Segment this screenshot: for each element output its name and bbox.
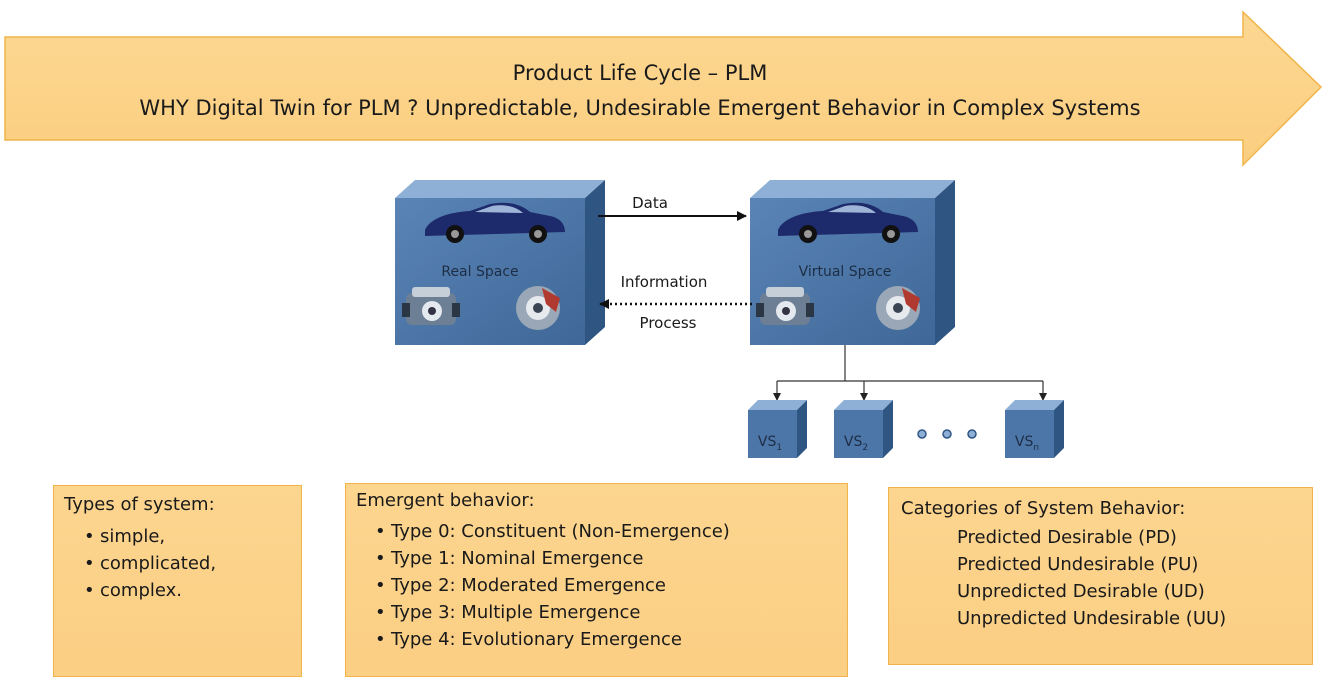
list-item: Unpredicted Desirable (UD) <box>957 581 1205 602</box>
list-item: Predicted Undesirable (PU) <box>957 554 1199 575</box>
virtual-space-label: Virtual Space <box>799 264 892 280</box>
vs-cube-n: VSn <box>1005 400 1064 458</box>
categories-list: Predicted Desirable (PD) Predicted Undes… <box>957 524 1226 632</box>
emergent-behavior-box: Emergent behavior: Type 0: Constituent (… <box>345 483 848 677</box>
list-item: simple, <box>84 523 216 550</box>
types-of-system-title: Types of system: <box>64 494 215 515</box>
engine-icon <box>756 287 814 325</box>
list-item: Predicted Desirable (PD) <box>957 527 1177 548</box>
categories-of-system-behavior-box: Categories of System Behavior: Predicted… <box>888 487 1313 665</box>
vs-connector-tree <box>773 345 1047 401</box>
list-item: Type 4: Evolutionary Emergence <box>375 626 730 653</box>
types-of-system-box: Types of system: simple, complicated, co… <box>53 485 302 677</box>
vs-cube-1: VS1 <box>748 400 807 458</box>
emergent-behavior-list: Type 0: Constituent (Non-Emergence) Type… <box>375 518 730 653</box>
list-item: complicated, <box>84 550 216 577</box>
process-label: Process <box>640 314 697 332</box>
engine-icon <box>402 287 460 325</box>
brake-icon <box>516 286 560 330</box>
vs-label-1: VS1 <box>758 434 782 453</box>
categories-title: Categories of System Behavior: <box>901 498 1186 519</box>
car-icon <box>425 202 565 243</box>
ellipsis-dots <box>917 429 977 439</box>
car-icon <box>778 202 918 243</box>
real-space-cube: Real Space <box>395 180 605 345</box>
vs-cube-2: VS2 <box>834 400 893 458</box>
banner-subtitle: WHY Digital Twin for PLM ? Unpredictable… <box>139 96 1140 120</box>
real-space-label: Real Space <box>441 264 518 280</box>
vs-label-2: VS2 <box>844 434 868 453</box>
data-label: Data <box>632 194 668 212</box>
list-item: Unpredicted Undesirable (UU) <box>957 608 1227 629</box>
information-label: Information <box>621 273 708 291</box>
list-item: Type 0: Constituent (Non-Emergence) <box>375 518 730 545</box>
plm-banner-arrow <box>4 10 1323 167</box>
list-item: Type 1: Nominal Emergence <box>375 545 730 572</box>
emergent-behavior-title: Emergent behavior: <box>356 490 535 511</box>
types-of-system-list: simple, complicated, complex. <box>84 523 216 604</box>
vs-label-n: VSn <box>1015 434 1039 453</box>
list-item: Type 2: Moderated Emergence <box>375 572 730 599</box>
brake-icon <box>876 286 920 330</box>
list-item: Type 3: Multiple Emergence <box>375 599 730 626</box>
virtual-space-cube: Virtual Space <box>750 180 955 345</box>
list-item: complex. <box>84 577 216 604</box>
banner-title: Product Life Cycle – PLM <box>513 61 768 85</box>
